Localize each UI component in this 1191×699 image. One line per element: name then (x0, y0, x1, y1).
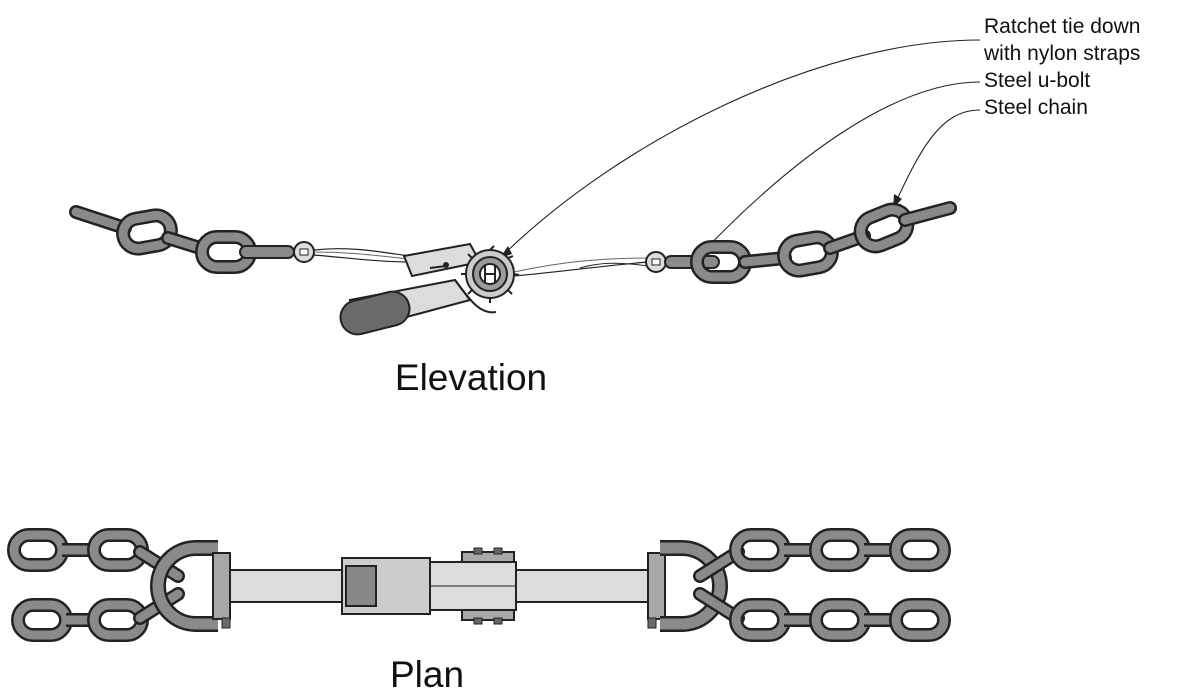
callout-ratchet-line2: with nylon straps (983, 42, 1140, 65)
callout-chain: Steel chain (984, 96, 1088, 119)
callout-ratchet-line1: Ratchet tie down (984, 15, 1140, 38)
elevation-title: Elevation (395, 357, 547, 398)
callout-ubolt: Steel u-bolt (984, 69, 1090, 92)
plan-right-ubolt (647, 540, 728, 632)
plan-left-ubolt (150, 540, 231, 632)
plan-title: Plan (390, 654, 464, 695)
leader-ubolt (699, 81, 981, 256)
elevation-view: Elevation (69, 205, 957, 398)
elevation-left-chain (69, 205, 250, 267)
callout-labels: Ratchet tie down with nylon straps Steel… (983, 15, 1140, 119)
leader-chain (892, 109, 981, 209)
elevation-left-ubolt (239, 241, 315, 263)
plan-view: Plan (14, 535, 944, 695)
elevation-right-straps (513, 257, 649, 277)
elevation-left-straps (313, 248, 411, 263)
leader-ratchet (499, 39, 981, 259)
plan-right-chains (693, 535, 944, 635)
plan-ratchet (341, 547, 517, 625)
elevation-right-chain (697, 205, 957, 277)
elevation-ratchet (339, 242, 520, 336)
